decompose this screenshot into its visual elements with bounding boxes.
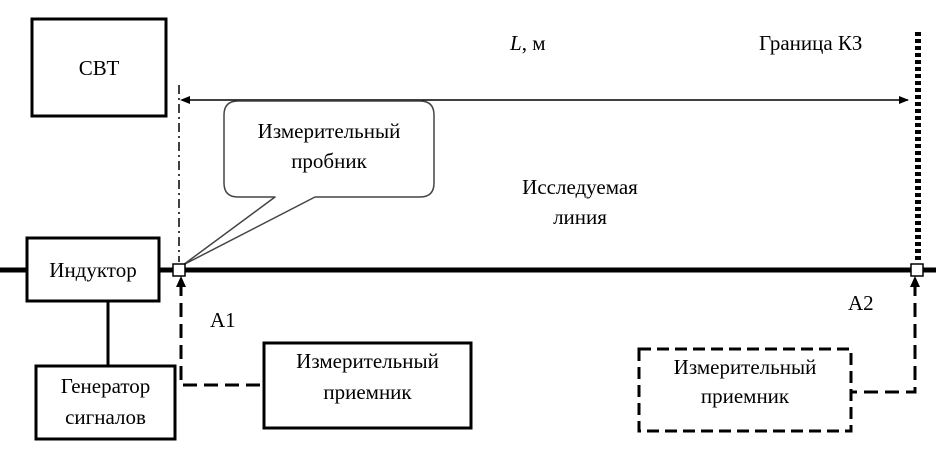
svt-block: [30, 17, 168, 118]
point-a2-label: А2: [848, 291, 874, 315]
inductor-block: [25, 236, 161, 303]
generator-block: [34, 364, 177, 441]
a1-receiver1-dashed-link: [179, 282, 264, 387]
probe-callout-line2: пробник: [291, 149, 367, 173]
investigated-line-label: Исследуемая линия: [490, 172, 670, 232]
receiver2-label-line1: Измерительный: [673, 355, 817, 379]
distance-symbol: L: [510, 31, 522, 55]
probe-callout-line1: Измерительный: [257, 119, 401, 143]
receiver1-label-line2: приемник: [323, 380, 412, 404]
point-a2-marker: [910, 263, 924, 277]
point-a1-marker: [172, 263, 186, 277]
receiver2-label: Измерительный приемник: [639, 353, 851, 411]
investigated-line-label-line1: Исследуемая: [522, 175, 638, 199]
generator-label-line2: сигналов: [65, 405, 146, 429]
a2-arrow-up-icon: [910, 276, 920, 287]
generator-label-line1: Генератор: [60, 374, 151, 398]
point-a1-label: А1: [210, 308, 236, 332]
receiver2-block: [637, 347, 853, 433]
distance-arrow-head-left: [180, 96, 190, 104]
probe-callout-text: Измерительный пробник: [224, 116, 434, 176]
a2-receiver2-dashed-link: [851, 282, 917, 394]
investigated-line-label-line2: линия: [553, 205, 607, 229]
receiver1-label: Измерительный приемник: [264, 346, 471, 408]
a1-arrow-up-icon: [176, 276, 186, 287]
svt-label: СВТ: [78, 56, 120, 80]
receiver1-block: [262, 341, 473, 430]
boundary-label: Граница КЗ: [759, 31, 863, 55]
generator-label: Генератор сигналов: [36, 371, 175, 433]
distance-label: L, м: [510, 30, 545, 56]
inductor-label: Индуктор: [49, 258, 137, 282]
receiver2-label-line2: приемник: [700, 384, 790, 408]
probe-callout-bubble: [182, 100, 435, 266]
distance-unit: , м: [521, 31, 546, 55]
receiver1-label-line1: Измерительный: [296, 349, 439, 373]
